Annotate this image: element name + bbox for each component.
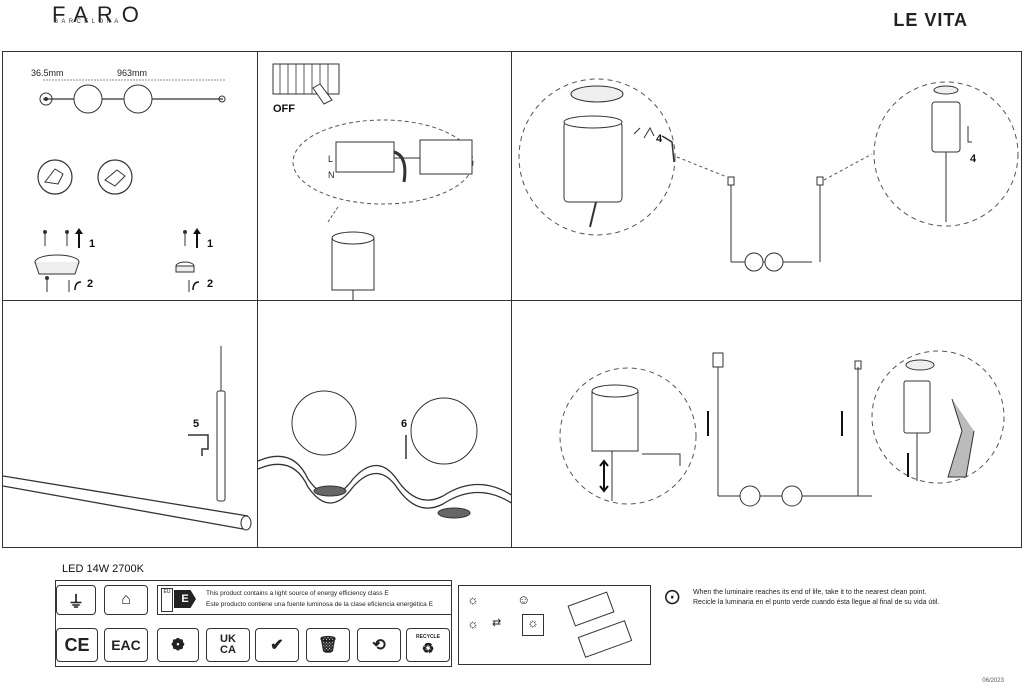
hand-screwdriver-icon xyxy=(97,159,133,195)
panel-wiring: OFF 3 L N xyxy=(257,51,512,301)
ce-mark: CE xyxy=(56,628,98,662)
recycle-text-en: When the luminaire reaches its end of li… xyxy=(693,589,927,596)
panel-adjust xyxy=(511,300,1022,548)
lamp-icon: ☺ xyxy=(517,592,531,607)
label-n: N xyxy=(328,170,335,180)
panel-globes: 6 xyxy=(257,300,512,548)
certification-icon: ❁ xyxy=(157,628,199,662)
screws-group-b: 1 2 xyxy=(175,228,213,292)
ukca-line-2: CA xyxy=(220,644,236,656)
step-2b-label: 2 xyxy=(207,278,213,290)
energy-text-en: This product contains a light source of … xyxy=(206,590,389,597)
sun-box-icon: ☼ xyxy=(522,614,544,636)
canopy-illustration: 4 4 xyxy=(518,78,1019,272)
rohs-icon: ✔ xyxy=(255,628,299,662)
sun-small-icon: ☼ xyxy=(467,616,479,631)
ukca-mark: UK CA xyxy=(206,628,250,662)
brand-subtitle: BARCELONA xyxy=(54,19,122,25)
swap-arrows-icon: ⇄ xyxy=(492,617,502,629)
label-l: L xyxy=(328,154,333,164)
revision-date: 06/2023 xyxy=(982,678,1004,684)
energy-text-es: Este producto contiene una fuente lumino… xyxy=(206,601,433,608)
step-4b-label: 4 xyxy=(970,153,977,165)
step-4a-label: 4 xyxy=(656,133,663,145)
location-pin-icon: ⊙ xyxy=(663,584,682,609)
led-spec: LED 14W 2700K xyxy=(62,563,144,575)
hand-switch-icon xyxy=(312,83,333,105)
bulb-box xyxy=(458,585,651,665)
globes-illustration: 6 xyxy=(258,390,511,519)
eac-mark: EAC xyxy=(104,628,148,662)
panel-canopy: 4 4 xyxy=(511,51,1022,301)
step-1b-label: 1 xyxy=(207,238,213,250)
energy-box xyxy=(157,585,452,615)
dim-label-a: 36.5mm xyxy=(31,68,64,78)
ukca-line-1: UK xyxy=(220,633,236,645)
indoor-icon: ⌂ xyxy=(104,585,148,615)
hand-tool-icon xyxy=(37,159,73,195)
panel-suspension: 5 xyxy=(2,300,258,548)
step-5-label: 5 xyxy=(193,418,199,430)
dimensions-illustration: 36.5mm 963mm 1 2 1 xyxy=(31,68,226,292)
suspension-illustration: 5 xyxy=(3,346,252,531)
ground-icon: ⏚ xyxy=(56,585,96,615)
wiring-illustration: OFF 3 L N xyxy=(272,63,474,300)
step-6-label: 6 xyxy=(401,418,407,430)
eu-flag-icon: EU xyxy=(161,588,173,612)
sun-icon: ☼ xyxy=(467,592,479,607)
recycle-icon: RECYCLE ♻ xyxy=(406,628,450,662)
green-dot-icon: ⟲ xyxy=(357,628,401,662)
brand-logo: FARO xyxy=(52,2,148,27)
step-2-label: 2 xyxy=(87,278,93,290)
panel-dimensions: 36.5mm 963mm 1 2 1 xyxy=(2,51,258,301)
off-label: OFF xyxy=(273,103,295,115)
weee-bin-icon: 🗑 xyxy=(306,628,350,662)
adjust-illustration xyxy=(559,350,1005,507)
dim-label-b: 963mm xyxy=(117,68,147,78)
cert-box xyxy=(55,580,452,667)
step-1-label: 1 xyxy=(89,238,95,250)
product-title: LE VITA xyxy=(893,10,968,30)
recycle-label: RECYCLE xyxy=(416,633,440,640)
energy-class-badge: E xyxy=(174,590,196,608)
screws-group-a: 1 2 xyxy=(34,228,95,292)
recycle-text-es: Recicle la luminaria en el punto verde c… xyxy=(693,599,940,606)
